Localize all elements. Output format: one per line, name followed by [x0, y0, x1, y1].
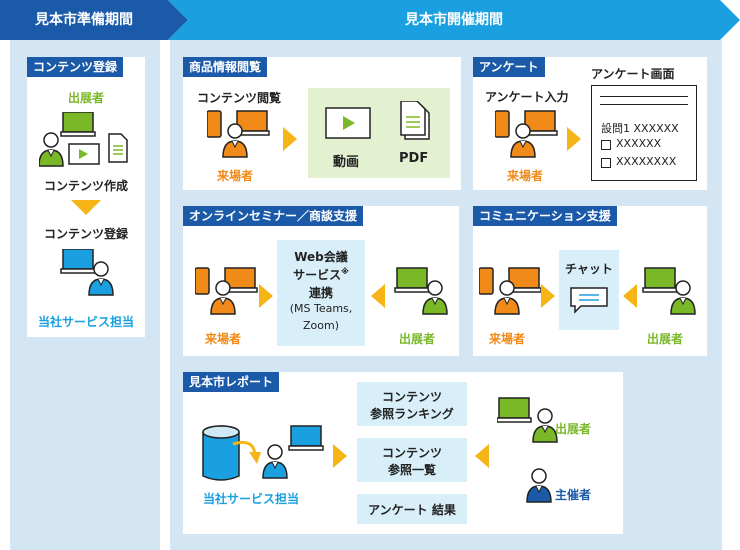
ranking-line1: コンテンツ [381, 390, 442, 404]
comm-exhibitor-label: 出展者 [647, 332, 684, 346]
seminar-panel: オンラインセミナー／商談支援 来場者 Web会議 サービス※ 連携 (MS Te… [183, 206, 459, 356]
pdf-icon [400, 101, 430, 140]
list-line1: コンテンツ [381, 446, 442, 460]
report-panel: 見本市レポート 当社サービス担当 コンテンツ 参照ランキング コンテンツ 参照一… [183, 372, 623, 534]
exhibitor-create-illustration [39, 112, 128, 167]
survey-result-label: アンケート 結果 [368, 503, 456, 517]
list-box: コンテンツ 参照一覧 [357, 438, 467, 482]
survey-checkbox-2[interactable] [601, 158, 611, 168]
chat-bubble-icon [570, 287, 608, 314]
prep-down-arrow [71, 200, 101, 215]
prep-period-header: 見本市準備期間 [0, 0, 188, 40]
prep-service-staff-label: 当社サービス担当 [37, 315, 134, 329]
web-meeting-line5: Zoom) [302, 319, 339, 332]
browse-heading: コンテンツ閲覧 [197, 91, 282, 105]
report-arrow-right [333, 444, 347, 468]
comm-visitor-label: 来場者 [489, 332, 526, 346]
browse-panel: 商品情報閲覧 コンテンツ閲覧 来場者 動画 PDF [183, 57, 461, 190]
ranking-line2: 参照ランキング [370, 407, 454, 421]
report-organizer-illustration [526, 468, 552, 503]
report-organizer-label: 主催者 [555, 488, 592, 502]
browse-visitor-label: 来場者 [217, 169, 254, 183]
report-arrow-left [475, 444, 489, 468]
comm-arrow-left [623, 284, 637, 308]
pdf-label: PDF [399, 151, 429, 166]
visitor-seminar-illustration [195, 267, 258, 315]
video-icon [325, 107, 371, 139]
survey-q1: 設問1 XXXXXX [601, 122, 679, 135]
prep-period-label: 見本市準備期間 [35, 12, 133, 28]
survey-opt1: XXXXXX [616, 137, 662, 150]
report-tag: 見本市レポート [183, 372, 280, 392]
web-meeting-line4: (MS Teams, [289, 302, 353, 315]
survey-tag: アンケート [473, 57, 545, 77]
seminar-exhibitor-label: 出展者 [399, 332, 436, 346]
service-staff-illustration [60, 249, 114, 296]
event-period-header: 見本市開催期間 [168, 0, 740, 40]
list-line2: 参照一覧 [387, 463, 436, 477]
seminar-tag: オンラインセミナー／商談支援 [183, 206, 364, 226]
report-exhibitor-label: 出展者 [555, 422, 592, 436]
survey-checkbox-1[interactable] [601, 140, 611, 150]
visitor-browse-illustration [207, 110, 270, 158]
survey-result-box: アンケート 結果 [357, 494, 467, 524]
prep-exhibitor-label: 出展者 [67, 91, 104, 105]
survey-form-box: 設問1 XXXXXX XXXXXX XXXXXXXX [591, 85, 697, 181]
survey-panel: アンケート アンケート画面 アンケート入力 来場者 設問1 XXXXXX XXX… [473, 57, 707, 190]
browse-arrow [283, 127, 297, 151]
survey-arrow [567, 127, 581, 151]
survey-input-label: アンケート入力 [485, 90, 569, 104]
web-meeting-line3: 連携 [308, 286, 333, 300]
web-meeting-box: Web会議 サービス※ 連携 (MS Teams, Zoom) [277, 240, 365, 346]
report-exhibitor-illustration [497, 397, 558, 443]
report-staff-illustration [202, 425, 324, 481]
comm-panel: コミュニケーション支援 来場者 チャット 出展者 [473, 206, 707, 356]
chat-label: チャット [565, 262, 613, 276]
chat-box: チャット [559, 250, 619, 330]
web-meeting-line2: サービス※ [293, 267, 349, 282]
survey-screen-title: アンケート画面 [591, 67, 675, 81]
prep-header-shape [0, 0, 188, 40]
seminar-visitor-label: 来場者 [205, 332, 242, 346]
seminar-arrow-right [259, 284, 273, 308]
prep-tag: コンテンツ登録 [27, 57, 124, 77]
prep-register-label: コンテンツ登録 [43, 227, 128, 241]
prep-create-label: コンテンツ作成 [43, 179, 128, 193]
browse-tag: 商品情報閲覧 [183, 57, 268, 77]
visitor-comm-illustration [479, 267, 542, 315]
event-period-label: 見本市開催期間 [405, 12, 503, 28]
exhibitor-seminar-illustration [394, 267, 448, 315]
survey-visitor-label: 来場者 [507, 169, 544, 183]
comm-tag: コミュニケーション支援 [473, 206, 617, 226]
exhibitor-comm-illustration [642, 267, 696, 315]
seminar-arrow-left [371, 284, 385, 308]
visitor-survey-illustration [495, 110, 558, 158]
prep-panel: コンテンツ登録 出展者 コンテンツ作成 コンテンツ登録 当社サービス担当 [27, 57, 145, 337]
report-service-staff-label: 当社サービス担当 [203, 492, 300, 506]
video-label: 動画 [333, 155, 360, 170]
survey-opt2: XXXXXXXX [616, 155, 677, 168]
web-meeting-line1: Web会議 [294, 250, 348, 264]
comm-arrow-right [541, 284, 555, 308]
event-header-shape [168, 0, 740, 40]
ranking-box: コンテンツ 参照ランキング [357, 382, 467, 426]
